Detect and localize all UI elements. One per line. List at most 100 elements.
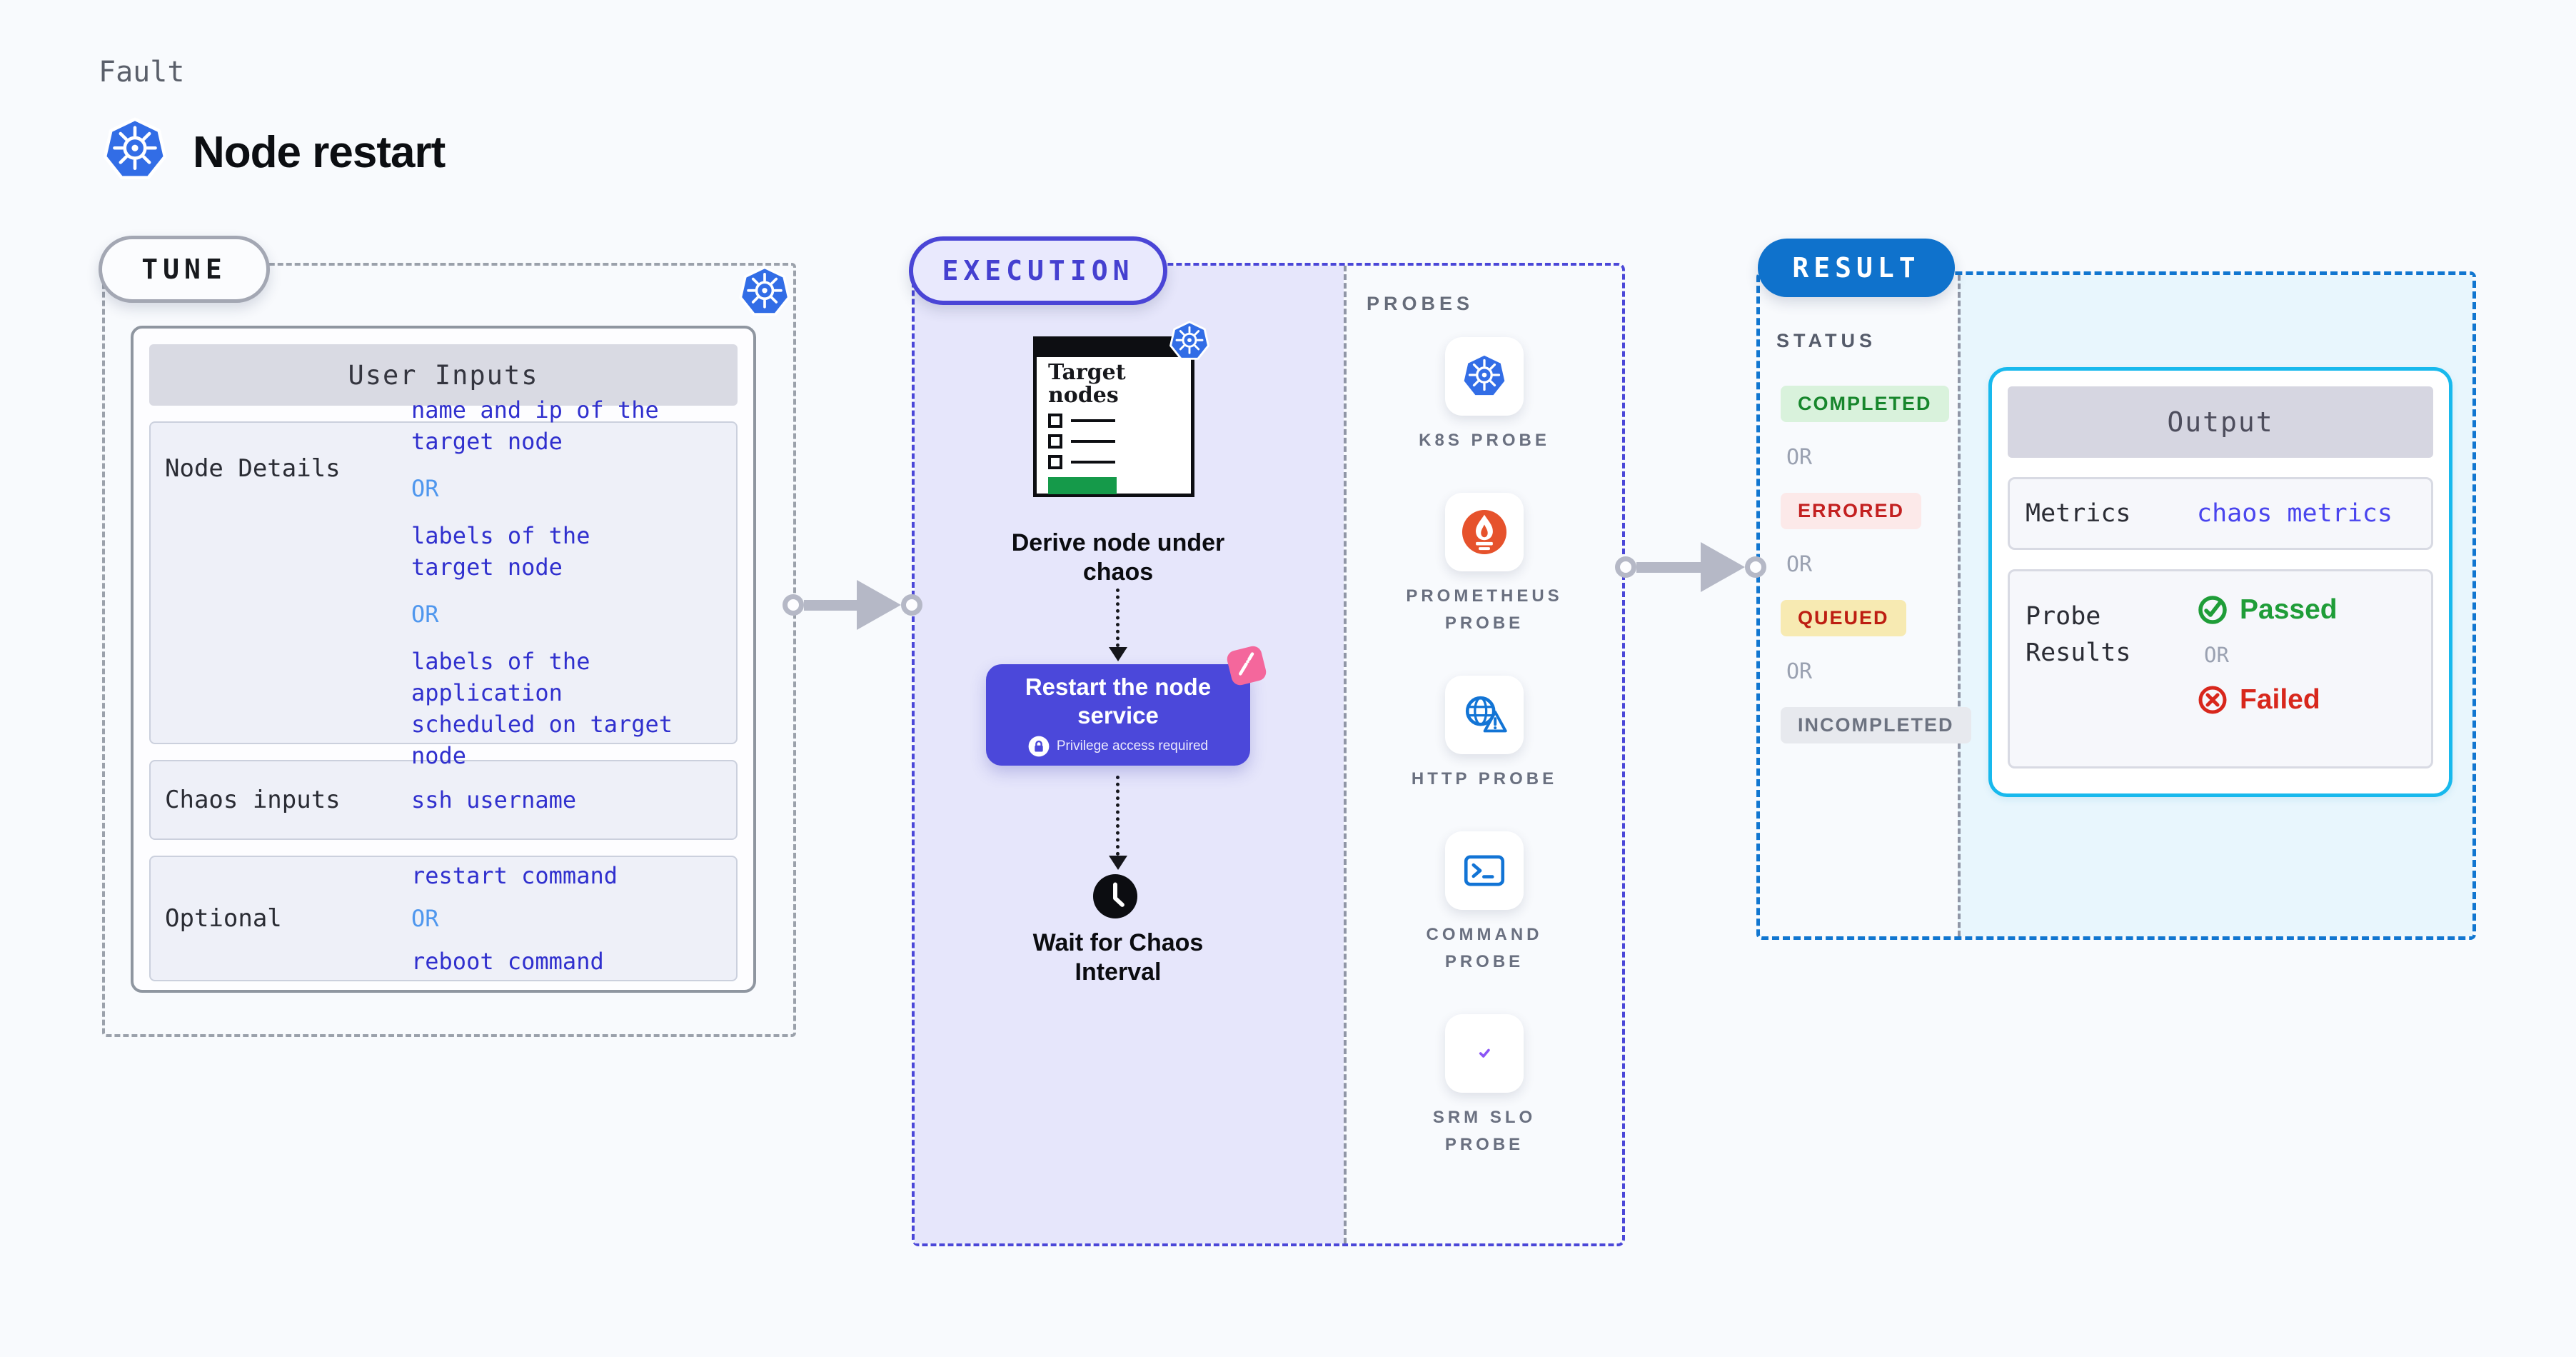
kubernetes-icon (102, 117, 168, 183)
arrow-head (1109, 856, 1127, 870)
status-badge-errored: ERRORED (1781, 493, 1922, 529)
probe-item-srm-slo: SRM SLO PROBE (1433, 1014, 1536, 1158)
status-badge-list: COMPLETED OR ERRORED OR QUEUED OR INCOMP… (1781, 386, 1971, 743)
failed-label: Failed (2240, 684, 2320, 715)
kubernetes-icon (1169, 321, 1210, 362)
checkbox-row (1048, 454, 1191, 469)
arrow-shaft (1636, 561, 1701, 573)
passed-line: Passed (2197, 594, 2338, 626)
user-inputs-table: User Inputs Node Details name and ip of … (131, 326, 756, 993)
target-nodes-title: Target nodes (1048, 360, 1126, 408)
card-titlebar (1037, 340, 1191, 357)
row-label: Probe Results (2026, 602, 2131, 667)
checkbox-icon (1048, 454, 1062, 469)
probe-label: PROMETHEUS PROBE (1406, 586, 1563, 633)
status-badge-queued: QUEUED (1781, 600, 1906, 636)
prometheus-icon (1461, 509, 1508, 556)
execution-pill: EXECUTION (909, 236, 1167, 305)
flow-arrow-tune-to-execution (783, 580, 922, 630)
status-heading: STATUS (1776, 330, 1876, 351)
passed-label: Passed (2240, 594, 2338, 625)
failed-line: Failed (2197, 684, 2338, 716)
checkbox-row (1048, 434, 1191, 449)
metrics-value: chaos metrics (2197, 499, 2393, 528)
probe-item-k8s: K8S PROBE (1419, 337, 1550, 454)
restart-node-step: Restart the node service Privilege acces… (986, 664, 1250, 766)
lock-icon (1028, 736, 1050, 757)
derive-node-caption: Derive node under chaos (1011, 529, 1225, 586)
tune-section (102, 263, 796, 1037)
probe-item-prometheus: PROMETHEUS PROBE (1406, 493, 1562, 637)
tune-pill: TUNE (99, 236, 270, 303)
probe-list: K8S PROBE PROMETHEUS PROBE HTTP PROBE (1347, 337, 1622, 1158)
checkbox-icon (1048, 434, 1062, 449)
table-row-optional: Optional restart command OR reboot comma… (149, 856, 738, 981)
probe-results-values: Passed OR Failed (2197, 571, 2338, 716)
dotted-connector (1116, 589, 1120, 647)
row-line (1071, 419, 1115, 422)
privilege-note: Privilege access required (1056, 738, 1209, 753)
table-header: User Inputs (149, 344, 738, 406)
probe-card (1444, 337, 1524, 416)
status-badge-incompleted: INCOMPLETED (1781, 707, 1971, 743)
table-row-chaos-inputs: Chaos inputs ssh username (149, 760, 738, 840)
flow-arrow-execution-to-result (1615, 542, 1766, 592)
probe-label: HTTP PROBE (1411, 769, 1558, 788)
clock-icon (1092, 873, 1139, 920)
arrow-head (1701, 542, 1745, 592)
probe-item-http: HTTP PROBE (1412, 676, 1557, 793)
row-label: Optional (165, 904, 282, 933)
row-value: reboot command (411, 948, 604, 975)
output-header: Output (2008, 386, 2433, 458)
arrow-endpoint (1615, 556, 1636, 578)
or-separator: OR (1786, 552, 1813, 577)
status-badge-completed: COMPLETED (1781, 386, 1949, 422)
probe-card (1444, 493, 1524, 571)
probes-panel: PROBES K8S PROBE PROMETHEUS PROBE (1344, 266, 1622, 1243)
row-line (1071, 460, 1115, 464)
arrow-endpoint (783, 594, 804, 616)
checkbox-icon (1048, 413, 1062, 428)
or-separator: OR (2204, 643, 2229, 667)
output-row-probe-results: Probe Results Passed OR Failed (2008, 569, 2433, 768)
row-value: labels of the application scheduled on t… (411, 648, 673, 769)
probe-item-command: COMMAND PROBE (1427, 831, 1543, 976)
row-value: ssh username (411, 786, 577, 813)
row-value: labels of the target node (411, 522, 590, 581)
probe-label: COMMAND PROBE (1426, 925, 1543, 971)
row-line (1071, 439, 1115, 443)
or-separator: OR (1786, 659, 1813, 684)
slo-pie-icon (1461, 1030, 1508, 1077)
wait-chaos-caption: Wait for Chaos Interval (1032, 929, 1204, 986)
row-label: Chaos inputs (165, 786, 341, 814)
kubernetes-icon (1461, 353, 1508, 400)
row-label: Metrics (2026, 499, 2131, 528)
row-value: name and ip of the target node (411, 396, 659, 455)
output-row-metrics: Metrics chaos metrics (2008, 477, 2433, 550)
or-separator: OR (1786, 445, 1813, 470)
dotted-connector (1116, 776, 1120, 856)
checkbox-row (1048, 413, 1191, 428)
progress-bar (1048, 476, 1117, 494)
probe-label: K8S PROBE (1419, 431, 1550, 450)
probe-card (1445, 676, 1524, 754)
page-title: Node restart (193, 128, 446, 177)
or-separator: OR (411, 475, 439, 502)
table-row-node-details: Node Details name and ip of the target n… (149, 396, 738, 769)
probes-heading: PROBES (1367, 293, 1474, 314)
row-values: restart command OR reboot command (411, 847, 736, 990)
x-circle-icon (2197, 684, 2228, 716)
output-card: Output Metrics chaos metrics Probe Resul… (1988, 367, 2452, 797)
arrow-endpoint (1745, 556, 1766, 578)
arrow-head (1109, 647, 1127, 661)
check-circle-icon (2197, 594, 2228, 626)
target-nodes-card: Target nodes (1033, 336, 1194, 497)
probe-label: SRM SLO PROBE (1432, 1108, 1536, 1154)
or-separator: OR (411, 905, 439, 932)
privilege-row: Privilege access required (1028, 736, 1208, 757)
row-values: name and ip of the target node OR labels… (411, 396, 736, 769)
globe-warning-icon (1461, 691, 1508, 738)
or-separator: OR (411, 601, 439, 628)
row-values: ssh username (411, 771, 736, 828)
